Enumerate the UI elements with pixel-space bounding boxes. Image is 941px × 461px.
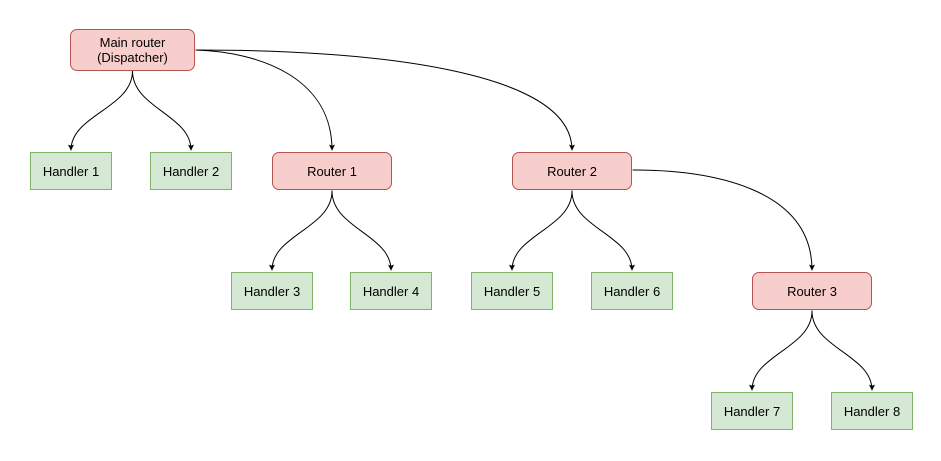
node-label-handler-2: Handler 2 <box>162 163 220 179</box>
node-label-router-2: Router 2 <box>547 163 597 179</box>
node-label-router-3: Router 3 <box>787 283 837 299</box>
node-label-main-router: Main router (Dispatcher) <box>97 35 168 65</box>
edge-r1-h4 <box>331 190 394 271</box>
node-router-2[interactable]: Router 2 <box>512 152 632 190</box>
edge-r2-h6 <box>571 190 635 271</box>
node-label-handler-7: Handler 7 <box>723 403 781 419</box>
node-handler-4[interactable]: Handler 4 <box>350 272 432 310</box>
node-handler-1[interactable]: Handler 1 <box>30 152 112 190</box>
node-label-handler-4: Handler 4 <box>362 283 420 299</box>
edge-main-h2 <box>132 70 194 151</box>
node-main-router[interactable]: Main router (Dispatcher) <box>70 29 195 71</box>
node-label-handler-3: Handler 3 <box>243 283 301 299</box>
node-handler-3[interactable]: Handler 3 <box>231 272 313 310</box>
node-handler-2[interactable]: Handler 2 <box>150 152 232 190</box>
node-label-handler-5: Handler 5 <box>483 283 541 299</box>
node-label-handler-6: Handler 6 <box>603 283 661 299</box>
node-router-3[interactable]: Router 3 <box>752 272 872 310</box>
node-label-router-1: Router 1 <box>307 163 357 179</box>
edge-main-r2 <box>195 49 575 151</box>
edge-r1-h3 <box>269 190 333 271</box>
edge-main-h1 <box>68 70 133 151</box>
node-router-1[interactable]: Router 1 <box>272 152 392 190</box>
node-handler-5[interactable]: Handler 5 <box>471 272 553 310</box>
edges-group <box>68 49 875 391</box>
edge-r3-h8 <box>811 310 875 391</box>
edge-r2-r3 <box>632 169 815 271</box>
edge-r3-h7 <box>749 310 813 391</box>
edge-main-r1 <box>195 49 335 151</box>
node-handler-6[interactable]: Handler 6 <box>591 272 673 310</box>
node-label-handler-8: Handler 8 <box>843 403 901 419</box>
node-label-handler-1: Handler 1 <box>42 163 100 179</box>
edge-r2-h5 <box>509 190 573 271</box>
node-handler-8[interactable]: Handler 8 <box>831 392 913 430</box>
node-handler-7[interactable]: Handler 7 <box>711 392 793 430</box>
